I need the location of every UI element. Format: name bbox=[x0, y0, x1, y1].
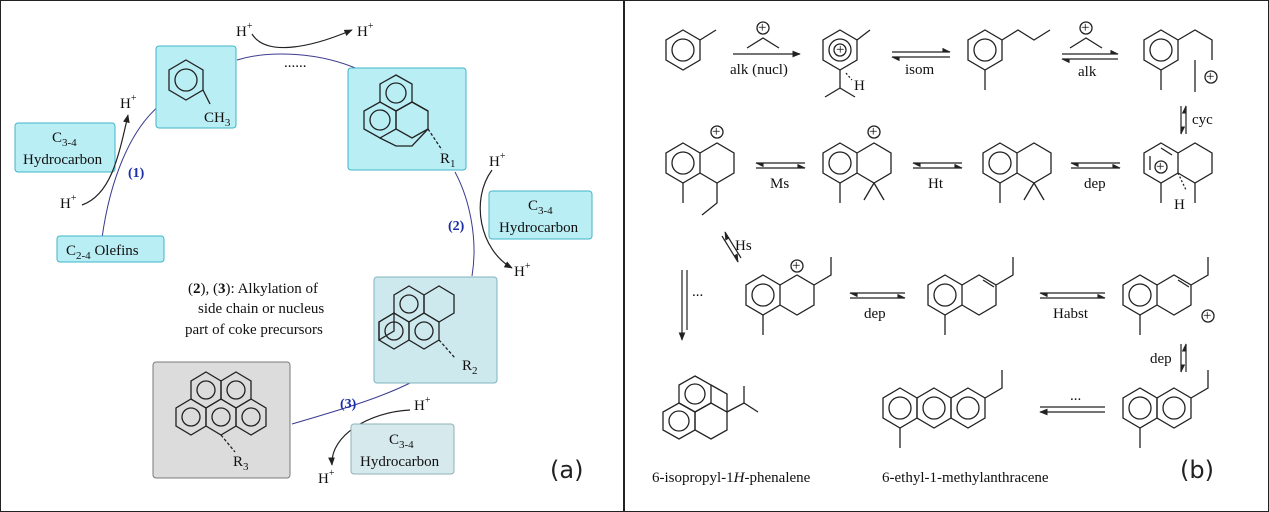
top-proton-arrow bbox=[251, 29, 353, 49]
b-label-dep-2: dep bbox=[864, 306, 886, 322]
b-product-1-name: 6-isopropyl-1H-phenalene bbox=[652, 470, 811, 486]
b-cation-r2-2 bbox=[822, 125, 892, 203]
svg-text:+: + bbox=[1081, 20, 1089, 36]
b-label-ht: Ht bbox=[928, 176, 944, 192]
h-plus-1: H+ bbox=[120, 93, 137, 112]
b-label-isom: isom bbox=[905, 62, 935, 78]
b-dihydronaphthalene bbox=[927, 257, 1014, 335]
b-naphthalene-ethyl bbox=[1122, 370, 1209, 448]
b-cation-r2-1 bbox=[665, 125, 735, 216]
b-reagent-2: + bbox=[1069, 20, 1103, 49]
h-plus-6: H+ bbox=[514, 261, 531, 280]
h-plus-3: H+ bbox=[236, 21, 253, 40]
b-r3-1-plus: + bbox=[792, 258, 800, 274]
b-sigma-h: H bbox=[854, 78, 865, 94]
note-line-3: part of coke precursors bbox=[185, 322, 323, 338]
b-label-cyc: cyc bbox=[1192, 112, 1213, 128]
r2-molecule bbox=[378, 285, 456, 359]
step-1-arrow bbox=[81, 114, 130, 206]
hydrocarbon-box-3 bbox=[350, 423, 455, 475]
hydrocarbon-1-word: Hydrocarbon bbox=[23, 152, 103, 168]
hydrocarbon-2-word: Hydrocarbon bbox=[499, 220, 579, 236]
b-product-2-name: 6-ethyl-1-methylanthracene bbox=[882, 470, 1049, 486]
r2-label: R2 bbox=[462, 358, 478, 377]
b-label-habst: Habst bbox=[1053, 306, 1089, 322]
hydrocarbon-1-formula: C3-4 bbox=[52, 130, 77, 149]
h-plus-2: H+ bbox=[60, 193, 77, 212]
b-label-ms: Ms bbox=[770, 176, 789, 192]
r3-molecule bbox=[175, 371, 267, 453]
b-label-alk-nucl: alk (nucl) bbox=[730, 62, 788, 78]
b-r2-2-plus: + bbox=[869, 124, 877, 140]
b-propyltoluene bbox=[967, 29, 1051, 90]
b-sigma-plus: + bbox=[836, 42, 844, 58]
panel-b: + alk (nucl) + H isom + bbox=[652, 20, 1218, 486]
panel-b-label: (b) bbox=[1180, 456, 1214, 484]
cycle-dots: ...... bbox=[284, 55, 307, 71]
phenalene-r1-box bbox=[347, 67, 467, 171]
r1-label: R1 bbox=[440, 151, 456, 170]
b-label-hs: Hs bbox=[735, 238, 752, 254]
step-2-arrow bbox=[479, 169, 513, 269]
b-label-alk: alk bbox=[1078, 64, 1097, 80]
b-phenalene-product bbox=[662, 375, 759, 440]
hydrocarbon-box-1 bbox=[14, 122, 116, 173]
h-plus-7: H+ bbox=[414, 395, 431, 414]
step-2-label: (2) bbox=[448, 219, 465, 234]
b-alkylated-cation bbox=[1143, 29, 1218, 92]
olefins-box bbox=[56, 235, 165, 263]
svg-text:+: + bbox=[758, 20, 766, 36]
r2-box bbox=[373, 276, 498, 384]
b-r3-3-plus: + bbox=[1203, 308, 1211, 324]
phenalene-r1-molecule bbox=[363, 74, 443, 151]
b-toluene bbox=[665, 29, 717, 71]
cycle-path bbox=[101, 53, 475, 425]
b-tetralin bbox=[982, 142, 1052, 203]
b-arenium-plus: + bbox=[1156, 159, 1164, 175]
b-reagent-1: + bbox=[746, 20, 780, 49]
hydrocarbon-box-2 bbox=[488, 190, 593, 240]
step-1-label: (1) bbox=[128, 166, 145, 181]
panel-divider bbox=[623, 0, 625, 512]
b-anthracene-product bbox=[882, 370, 1003, 448]
panel-a-label: (a) bbox=[550, 456, 583, 484]
b-label-dep-3: dep bbox=[1150, 351, 1172, 367]
olefins-label: C2-4 Olefins bbox=[66, 243, 139, 262]
b-dots-vertical: ... bbox=[692, 284, 703, 300]
b-label-dep-1: dep bbox=[1084, 176, 1106, 192]
note-line-1: (2), (3): Alkylation of bbox=[188, 281, 318, 297]
r3-box bbox=[152, 361, 291, 479]
b-cation-plus: + bbox=[1206, 69, 1214, 85]
b-cation-r3-3 bbox=[1122, 257, 1215, 335]
h-plus-8: H+ bbox=[318, 468, 335, 487]
hydrocarbon-2-formula: C3-4 bbox=[528, 198, 553, 217]
h-plus-4: H+ bbox=[357, 21, 374, 40]
b-r2-1-plus: + bbox=[712, 124, 720, 140]
panel-a: CH3 C3-4 Hydrocarbon C2-4 Olefins (1) H+… bbox=[14, 21, 593, 487]
b-arenium-h: H bbox=[1174, 197, 1185, 213]
h-plus-5: H+ bbox=[489, 151, 506, 170]
note-line-2: side chain or nucleus bbox=[198, 301, 324, 317]
b-arenium-tetralin bbox=[1143, 142, 1213, 203]
step-3-label: (3) bbox=[340, 397, 357, 412]
b-sigma-complex bbox=[822, 29, 871, 98]
hydrocarbon-3-formula: C3-4 bbox=[389, 432, 414, 451]
toluene-molecule bbox=[168, 59, 211, 105]
b-dots-horizontal: ... bbox=[1070, 388, 1081, 404]
b-eq-hs-rev bbox=[724, 231, 742, 259]
hydrocarbon-3-word: Hydrocarbon bbox=[360, 454, 440, 470]
ch3-label: CH3 bbox=[204, 110, 231, 129]
b-cation-r3-1 bbox=[745, 257, 832, 335]
r3-label: R3 bbox=[233, 454, 249, 473]
